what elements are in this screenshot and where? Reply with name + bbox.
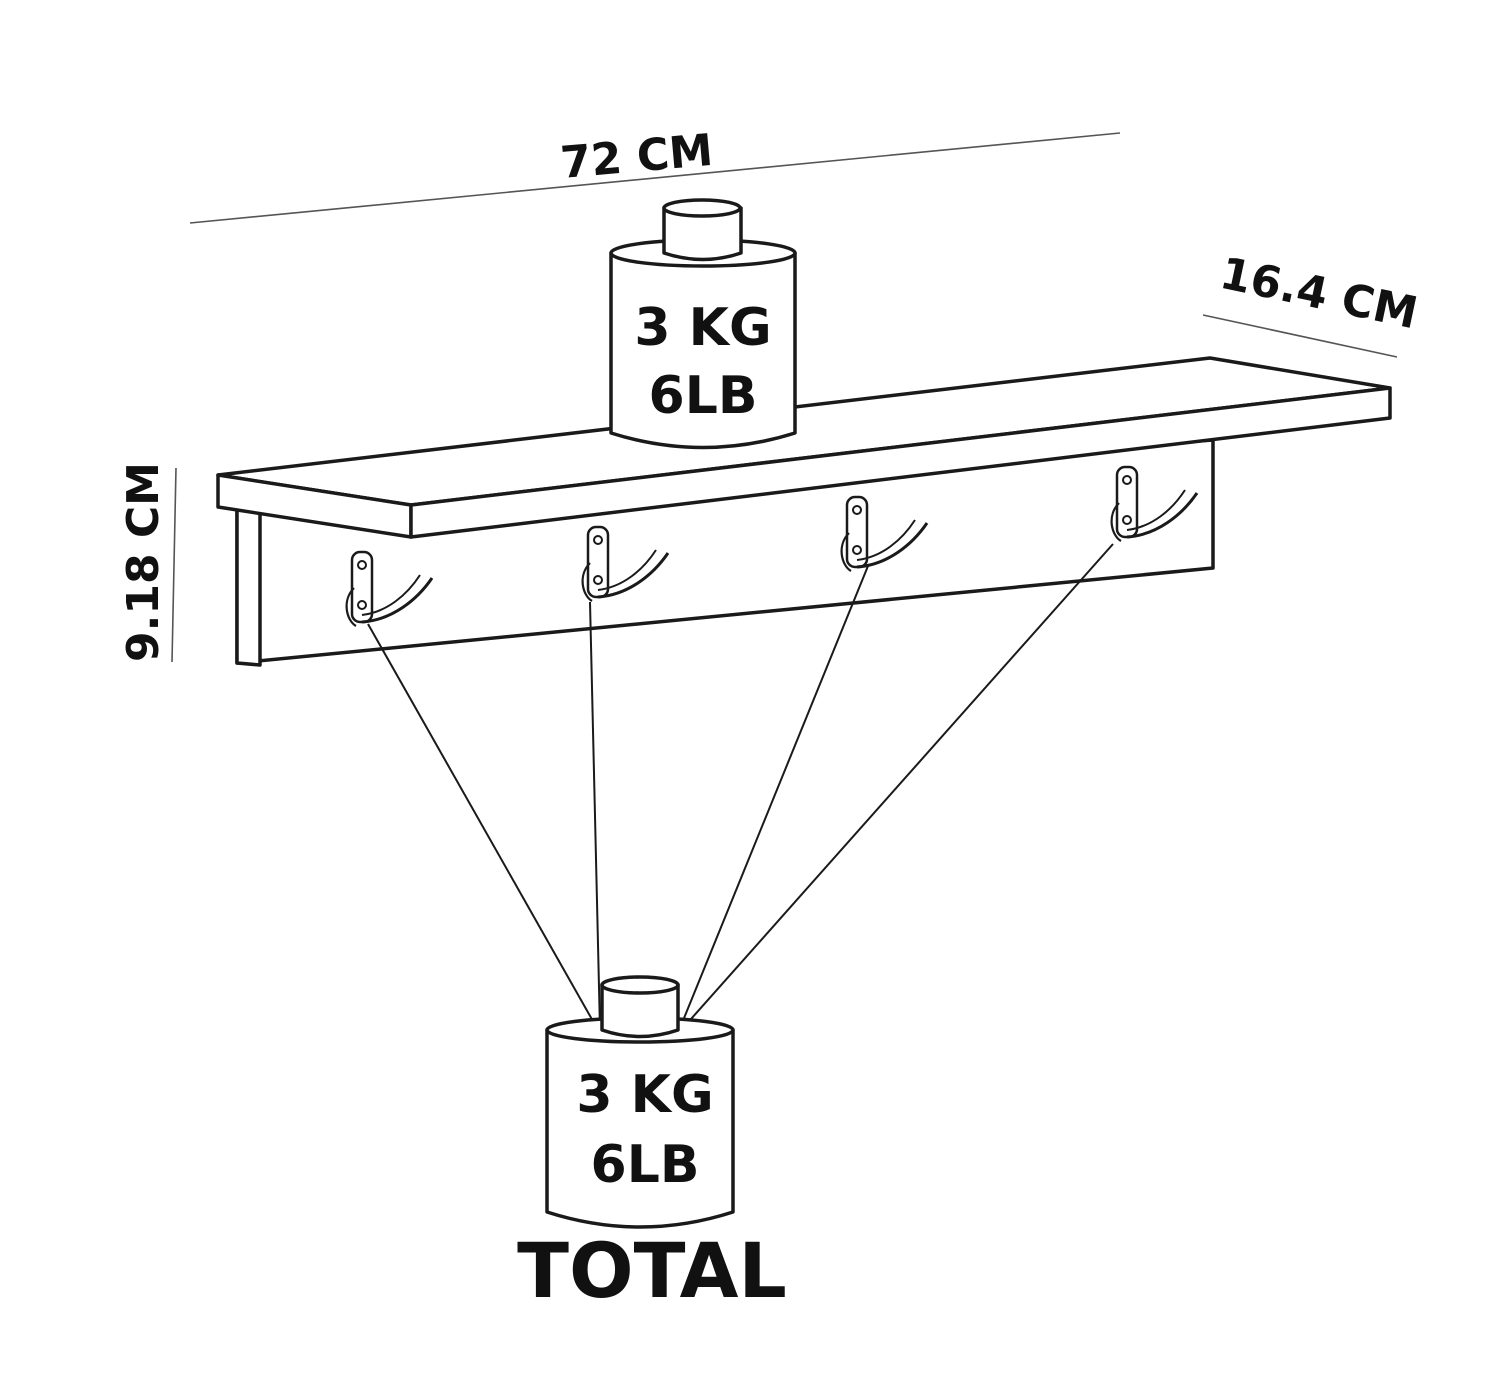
height-dimension-line (171, 467, 177, 663)
total-label: TOTAL (517, 1226, 787, 1315)
top-weight-kg-label: 3 KG (634, 298, 771, 358)
width-dimension-line (189, 132, 1121, 224)
string-line (367, 623, 599, 1031)
string-line (589, 601, 601, 1031)
hook (1110, 465, 1199, 542)
top-weight: 3 KG 6LB (609, 198, 797, 450)
string-line (679, 565, 869, 1029)
depth-dimension-line (1202, 314, 1398, 358)
width-label: 72 CM (559, 125, 715, 189)
top-weight-lb-label: 6LB (649, 366, 758, 426)
shelf-top-board (216, 356, 1392, 539)
hanging-weight: 3 KG 6LB (545, 975, 735, 1229)
hook (581, 525, 670, 602)
height-label: 9.18 CM (118, 462, 169, 662)
hanging-weight-kg-label: 3 KG (576, 1065, 713, 1125)
hanging-weight-lb-label: 6LB (591, 1135, 700, 1195)
string-line (682, 543, 1114, 1029)
hook (345, 550, 434, 627)
depth-label: 16.4 CM (1216, 248, 1422, 339)
hook (840, 495, 929, 572)
